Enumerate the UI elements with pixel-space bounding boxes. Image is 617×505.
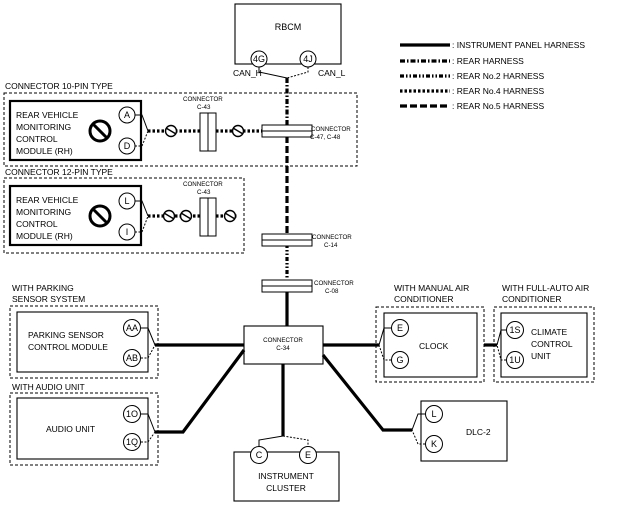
c43-label-1: CONNECTOR (183, 96, 223, 103)
module12-line3: CONTROL (16, 219, 58, 229)
rbcm-pin-4j: 4J (303, 54, 313, 64)
rbcm-module: RBCM 4G 4J CAN_H CAN_L (233, 3, 346, 79)
twisted-pair-icon (231, 124, 245, 138)
c34-label-1: CONNECTOR (263, 337, 303, 344)
c14-label-2: C-14 (324, 242, 338, 249)
c08-label-2: C-08 (325, 288, 339, 295)
legend-rear4: : REAR No.4 HARNESS (452, 86, 544, 96)
climate-pin-1u: 1U (509, 355, 521, 365)
climate-module-line1: CLIMATE (531, 327, 568, 337)
can-l-label: CAN_L (318, 68, 346, 78)
legend-rear2: : REAR No.2 HARNESS (452, 71, 544, 81)
audio-pin-1o: 1O (126, 409, 138, 419)
connector-c47-c48: CONNECTOR C-47, C-48 (261, 124, 351, 141)
dlc2-pin-k: K (431, 439, 437, 449)
cluster-pin-c: C (256, 450, 263, 460)
c47-label-2: C-47, C-48 (310, 134, 341, 141)
parking-module-line2: CONTROL MODULE (28, 342, 108, 352)
group12-title: CONNECTOR 12-PIN TYPE (5, 167, 113, 177)
module12-pin-i: I (126, 227, 129, 237)
dlc2-pin-l: L (431, 409, 436, 419)
legend-rear5: : REAR No.5 HARNESS (452, 101, 544, 111)
dlc2-group: DLC-2 L K (411, 400, 508, 462)
c47-label-1: CONNECTOR (311, 126, 351, 133)
clock-title-2: CONDITIONER (394, 294, 454, 304)
parking-module-line1: PARKING SENSOR (28, 330, 104, 340)
group-10-pin: CONNECTOR 10-PIN TYPE REAR VEHICLE MONIT… (3, 81, 358, 167)
climate-group: WITH FULL-AUTO AIR CONDITIONER CLIMATE C… (493, 283, 595, 383)
clock-pin-e: E (397, 323, 403, 333)
c08-label-1: CONNECTOR (314, 280, 354, 287)
c43b-label-1: CONNECTOR (183, 181, 223, 188)
clock-pin-g: G (396, 355, 403, 365)
clock-module-label: CLOCK (419, 341, 449, 351)
no-symbol-icon (88, 204, 112, 228)
c43-label-2: C-43 (197, 104, 211, 111)
module12-line1: REAR VEHICLE (16, 195, 79, 205)
module12-pin-l: L (124, 196, 129, 206)
legend: : INSTRUMENT PANEL HARNESS : REAR HARNES… (400, 40, 585, 111)
cluster-module-line2: CLUSTER (266, 483, 306, 493)
module10-line3: CONTROL (16, 134, 58, 144)
dlc2-module-label: DLC-2 (466, 427, 491, 437)
parking-title-2: SENSOR SYSTEM (12, 294, 85, 304)
connector-c34: CONNECTOR C-34 (243, 325, 324, 365)
twisted-pair-icon (223, 209, 237, 223)
audio-pin-1q: 1Q (126, 437, 138, 447)
c14-label-1: CONNECTOR (312, 234, 352, 241)
twisted-pair-icon (179, 209, 193, 223)
climate-module-line2: CONTROL (531, 339, 573, 349)
cluster-pin-e: E (305, 450, 311, 460)
climate-pin-1s: 1S (509, 325, 520, 335)
module10-line2: MONITORING (16, 122, 71, 132)
cluster-module-line1: INSTRUMENT (258, 471, 314, 481)
wire-dlc2 (321, 354, 412, 432)
can-h-label: CAN_H (233, 68, 262, 78)
group-12-pin: CONNECTOR 12-PIN TYPE REAR VEHICLE MONIT… (3, 167, 245, 254)
instrument-cluster-group: C E INSTRUMENT CLUSTER (233, 435, 340, 502)
climate-module-line3: UNIT (531, 351, 551, 361)
connector-c14: CONNECTOR C-14 (261, 233, 352, 249)
audio-module-label: AUDIO UNIT (46, 424, 95, 434)
climate-title-1: WITH FULL-AUTO AIR (502, 283, 589, 293)
module12-line4: MODULE (RH) (16, 231, 73, 241)
group10-title: CONNECTOR 10-PIN TYPE (5, 81, 113, 91)
legend-rear: : REAR HARNESS (452, 56, 524, 66)
c34-label-2: C-34 (276, 345, 290, 352)
parking-pin-aa: AA (126, 323, 138, 333)
audio-unit-group: WITH AUDIO UNIT AUDIO UNIT 1O 1Q (9, 382, 159, 466)
twisted-pair-icon (164, 124, 178, 138)
climate-title-2: CONDITIONER (502, 294, 562, 304)
module10-line4: MODULE (RH) (16, 146, 73, 156)
rbcm-label: RBCM (275, 22, 302, 32)
legend-instrument-panel: : INSTRUMENT PANEL HARNESS (452, 40, 585, 50)
module10-pin-d: D (124, 141, 131, 151)
c43b-label-2: C-43 (197, 189, 211, 196)
parking-sensor-group: WITH PARKING SENSOR SYSTEM PARKING SENSO… (9, 283, 159, 379)
module10-line1: REAR VEHICLE (16, 110, 79, 120)
module12-line2: MONITORING (16, 207, 71, 217)
no-symbol-icon (88, 119, 112, 143)
audio-title: WITH AUDIO UNIT (12, 382, 85, 392)
parking-title-1: WITH PARKING (12, 283, 74, 293)
rbcm-pin-4g: 4G (253, 54, 265, 64)
twisted-pair-icon (162, 209, 176, 223)
clock-group: WITH MANUAL AIR CONDITIONER CLOCK E G (375, 283, 485, 383)
wire-audio (155, 349, 246, 434)
module10-pin-a: A (124, 110, 130, 120)
parking-pin-ab: AB (126, 353, 138, 363)
clock-title-1: WITH MANUAL AIR (394, 283, 469, 293)
connector-c08: CONNECTOR C-08 (261, 279, 354, 295)
